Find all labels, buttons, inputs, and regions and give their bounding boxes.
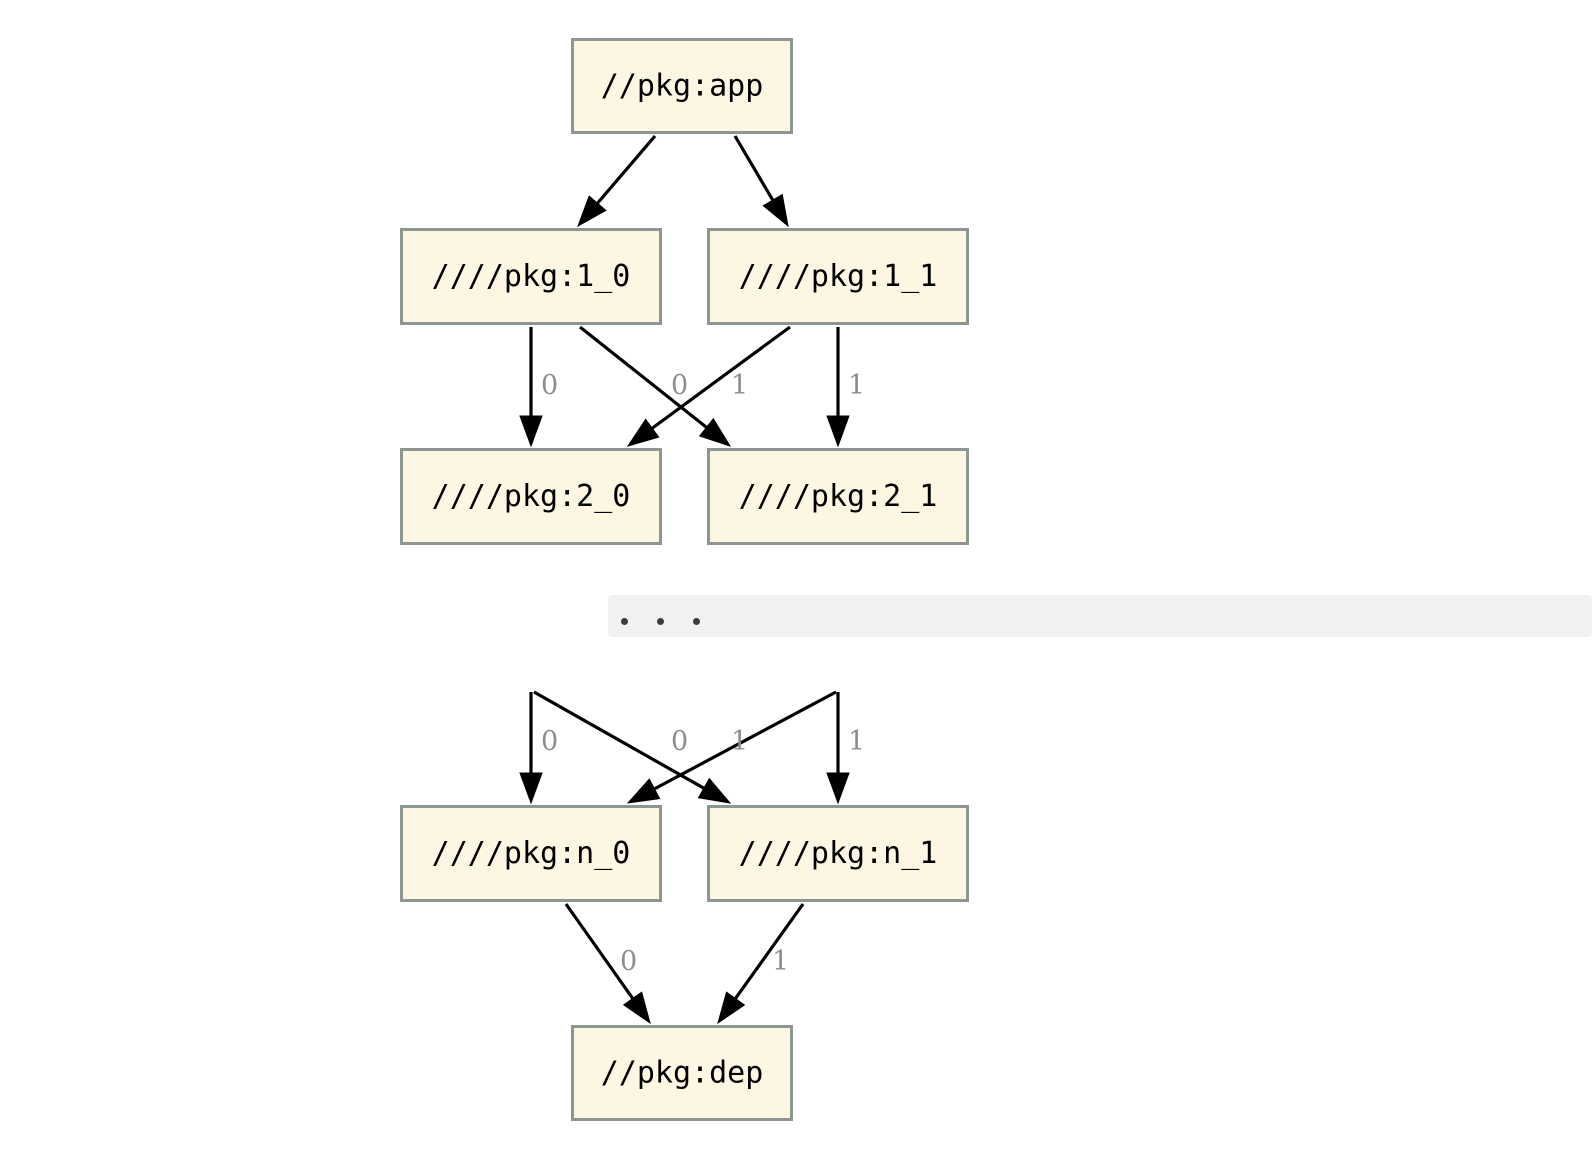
edge-label: 1 — [731, 726, 748, 757]
ellipsis-dot-icon — [693, 618, 700, 625]
graph-node-l2_0[interactable]: ////pkg:2_0 — [400, 448, 662, 545]
edges-layer — [519, 134, 850, 1025]
ellipsis-dot-icon — [657, 618, 664, 625]
graph-node-l1_0[interactable]: ////pkg:1_0 — [400, 228, 662, 325]
edge-arrowhead-icon — [717, 991, 746, 1025]
node-label: ////pkg:n_1 — [739, 836, 938, 871]
node-label: ////pkg:1_1 — [739, 259, 938, 294]
edge-shaft — [593, 134, 657, 208]
edge-shaft — [564, 903, 637, 1003]
edge-shaft — [533, 690, 709, 792]
node-box — [400, 448, 662, 545]
graph-edge[interactable] — [519, 692, 543, 805]
nodes-layer: //pkg:app ////pkg:1_0 ////pkg:1_1 ////pkg:2… — [400, 38, 969, 1121]
node-label: ////pkg:2_1 — [739, 479, 938, 514]
edge-shaft — [579, 325, 711, 432]
edge-shaft — [648, 325, 791, 432]
edge-labels-layer: 0 0 1 1 0 0 1 1 0 1 — [541, 370, 865, 977]
edge-shaft — [650, 690, 837, 793]
edge-arrowhead-icon — [762, 193, 789, 228]
graph-node-l2_1[interactable]: ////pkg:2_1 — [707, 448, 969, 545]
node-label: ////pkg:2_0 — [432, 479, 631, 514]
graph-node-app[interactable]: //pkg:app — [571, 38, 793, 134]
graph-edge[interactable] — [733, 135, 789, 228]
edge-arrowhead-icon — [626, 778, 661, 804]
node-box — [571, 38, 793, 134]
edge-arrowhead-icon — [626, 418, 660, 447]
edge-arrowhead-icon — [826, 415, 850, 448]
graph-edge[interactable] — [826, 692, 850, 805]
graph-node-l1_1[interactable]: ////pkg:1_1 — [707, 228, 969, 325]
edge-arrowhead-icon — [698, 417, 732, 447]
graph-edge[interactable] — [626, 325, 791, 447]
edge-label: 0 — [620, 946, 637, 977]
ellipsis-dot-icon — [621, 618, 628, 625]
graph-node-ln_0[interactable]: ////pkg:n_0 — [400, 805, 662, 902]
edge-shaft — [733, 135, 777, 205]
truncation-ellipsis-dots — [621, 618, 729, 625]
node-box — [400, 228, 662, 325]
graph-edge[interactable] — [717, 903, 805, 1025]
edge-label: 0 — [671, 726, 688, 757]
graph-edge[interactable] — [533, 690, 732, 804]
node-box — [400, 805, 662, 902]
node-box — [707, 228, 969, 325]
edge-label: 1 — [772, 946, 789, 977]
node-label: ////pkg:n_0 — [432, 836, 631, 871]
node-box — [707, 805, 969, 902]
graph-edge[interactable] — [579, 325, 732, 447]
edge-arrowhead-icon — [519, 772, 543, 805]
graph-edge[interactable] — [626, 690, 837, 804]
node-label: //pkg:dep — [601, 1056, 764, 1091]
node-label: //pkg:app — [601, 69, 764, 104]
edge-label: 1 — [848, 370, 865, 401]
graph-edge[interactable] — [577, 134, 657, 228]
truncation-ellipsis-band — [608, 595, 1592, 637]
node-box — [707, 448, 969, 545]
graph-node-ln_1[interactable]: ////pkg:n_1 — [707, 805, 969, 902]
edge-arrowhead-icon — [519, 415, 543, 448]
graph-node-dep[interactable]: //pkg:dep — [571, 1025, 793, 1121]
edge-label: 0 — [541, 370, 558, 401]
edge-arrowhead-icon — [577, 195, 607, 228]
edge-arrowhead-icon — [826, 772, 850, 805]
edge-arrowhead-icon — [697, 777, 732, 804]
graph-edge[interactable] — [564, 903, 651, 1025]
edge-arrowhead-icon — [622, 991, 651, 1025]
edge-label: 1 — [848, 726, 865, 757]
edge-label: 0 — [671, 370, 688, 401]
edge-label: 1 — [731, 370, 748, 401]
node-label: ////pkg:1_0 — [432, 259, 631, 294]
graph-edge[interactable] — [519, 327, 543, 448]
node-box — [571, 1025, 793, 1121]
graph-edge[interactable] — [826, 327, 850, 448]
edge-label: 0 — [541, 726, 558, 757]
edge-shaft — [731, 903, 805, 1003]
